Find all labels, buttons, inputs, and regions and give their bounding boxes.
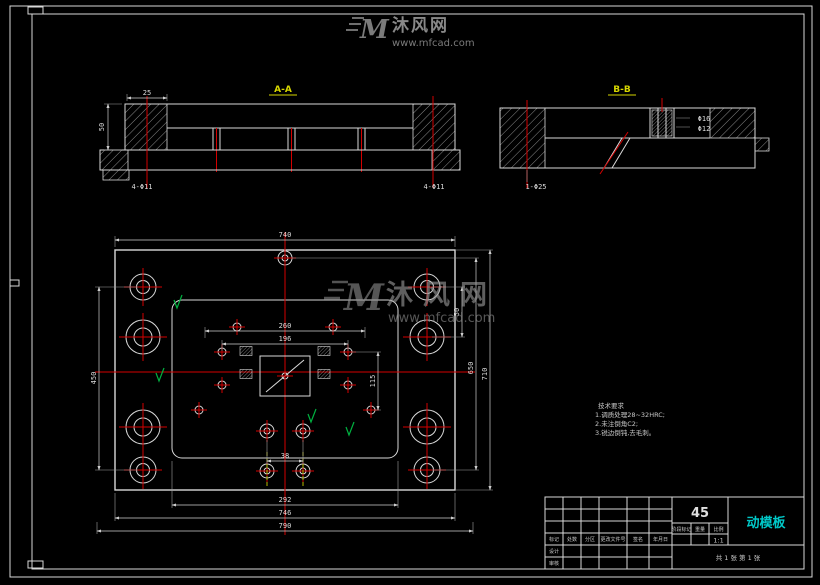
section-a-label: A-A <box>274 85 292 95</box>
dim-section-a-top: 25 <box>143 89 151 97</box>
hatched-pad <box>239 346 253 356</box>
watermark-center-logo-icon: M <box>342 277 385 319</box>
stage-label: 阶段标记 <box>671 526 691 533</box>
hatched-block <box>124 103 168 151</box>
inclined-pin-centerline <box>599 131 629 175</box>
side-tab <box>754 137 770 152</box>
note-line-2: 1.调质处理28~32HRC; <box>595 410 665 419</box>
dim-b-hole: 1-Φ25 <box>525 183 546 191</box>
dim-bottom-3: 790 <box>279 522 292 530</box>
dim-right-2: 650 <box>467 362 475 375</box>
material-value: 45 <box>691 506 709 521</box>
dim-right-1: 50 <box>453 308 461 316</box>
watermark-center-url: www.mfcad.com <box>388 311 495 326</box>
watermark-center-brand: 沐风网 <box>386 280 497 311</box>
watermark-logo-icon: M <box>359 15 390 45</box>
dim-top: 740 <box>279 231 292 239</box>
plan-dimensions: 740 292 746 790 450 50 650 710 260 196 1… <box>90 231 493 534</box>
dim-holes-left: 4-Φ11 <box>131 183 152 191</box>
hatched-pad <box>317 369 331 379</box>
technical-notes: 技术要求 1.调质处理28~32HRC; 2.未注倒角C2; 3.锐边倒钝,去毛… <box>595 401 665 437</box>
gate-centerline <box>277 368 293 384</box>
hole-centerlines <box>146 96 434 188</box>
watermark-top: M 沐风网 www.mfcad.com <box>346 15 475 49</box>
dim-pin-span: 38 <box>281 452 289 460</box>
title-block: 45 动模板 阶段标记 重量 比例 1:1 共 1 张 第 1 张 标记 处数 … <box>544 496 805 570</box>
col-zone: 分区 <box>585 536 595 543</box>
centering-mark-bottom <box>27 560 44 569</box>
dim-b-d2: Φ12 <box>698 125 711 133</box>
col-change: 更改文件号 <box>600 536 625 543</box>
dim-section-a-height: 50 <box>98 123 106 131</box>
scale-label: 比例 <box>713 526 723 533</box>
weight-label: 重量 <box>695 526 705 533</box>
dim-inner-h1: 260 <box>279 322 292 330</box>
part-name: 动模板 <box>746 515 786 531</box>
hatched-block <box>412 103 456 151</box>
hatched-block <box>99 149 129 171</box>
scale-value: 1:1 <box>713 537 723 545</box>
hatched-block <box>709 107 756 139</box>
centering-mark-left <box>9 279 20 287</box>
row-check: 审核 <box>549 560 559 567</box>
hatched-pad <box>239 369 253 379</box>
centering-mark-top <box>27 6 44 15</box>
hatched-insert <box>651 109 673 137</box>
col-count: 处数 <box>567 536 577 543</box>
dim-inner-v1: 115 <box>369 375 377 388</box>
col-sign: 签名 <box>633 536 643 543</box>
watermark-speedlines-icon <box>324 280 348 300</box>
section-b-label: B-B <box>613 85 631 95</box>
note-line-4: 3.锐边倒钝,去毛刺。 <box>595 428 655 437</box>
col-date: 年月日 <box>653 536 668 543</box>
note-line-1: 技术要求 <box>598 401 625 410</box>
section-view-b: B-B Φ16 Φ12 1-Φ25 <box>499 85 770 191</box>
cavity-insert <box>259 355 311 397</box>
dim-inner-h2: 196 <box>279 335 292 343</box>
col-mark: 标记 <box>549 536 559 543</box>
dim-bottom-2: 746 <box>279 509 292 517</box>
dim-holes-right: 4-Φ11 <box>423 183 444 191</box>
hatched-pad <box>317 346 331 356</box>
hatched-block <box>431 149 461 171</box>
dim-b-d1: Φ16 <box>698 115 711 123</box>
dim-right-3: 710 <box>481 368 489 381</box>
dim-left: 450 <box>90 372 98 385</box>
sheet-info: 共 1 张 第 1 张 <box>716 553 761 562</box>
note-line-3: 2.未注倒角C2; <box>595 419 638 428</box>
watermark-brand: 沐风网 <box>392 16 449 36</box>
hatched-block <box>499 107 546 169</box>
dim-bottom-1: 292 <box>279 496 292 504</box>
watermark-url: www.mfcad.com <box>392 38 475 49</box>
drawing-frame <box>9 5 813 578</box>
row-design: 设计 <box>549 548 559 555</box>
section-view-a: A-A 50 25 4-Φ11 4-Φ11 <box>98 85 461 191</box>
plan-view <box>95 232 475 535</box>
watermark-center: M 沐风网 www.mfcad.com <box>324 277 497 326</box>
hatched-step <box>102 169 130 181</box>
watermark-speedlines-icon <box>346 17 364 31</box>
